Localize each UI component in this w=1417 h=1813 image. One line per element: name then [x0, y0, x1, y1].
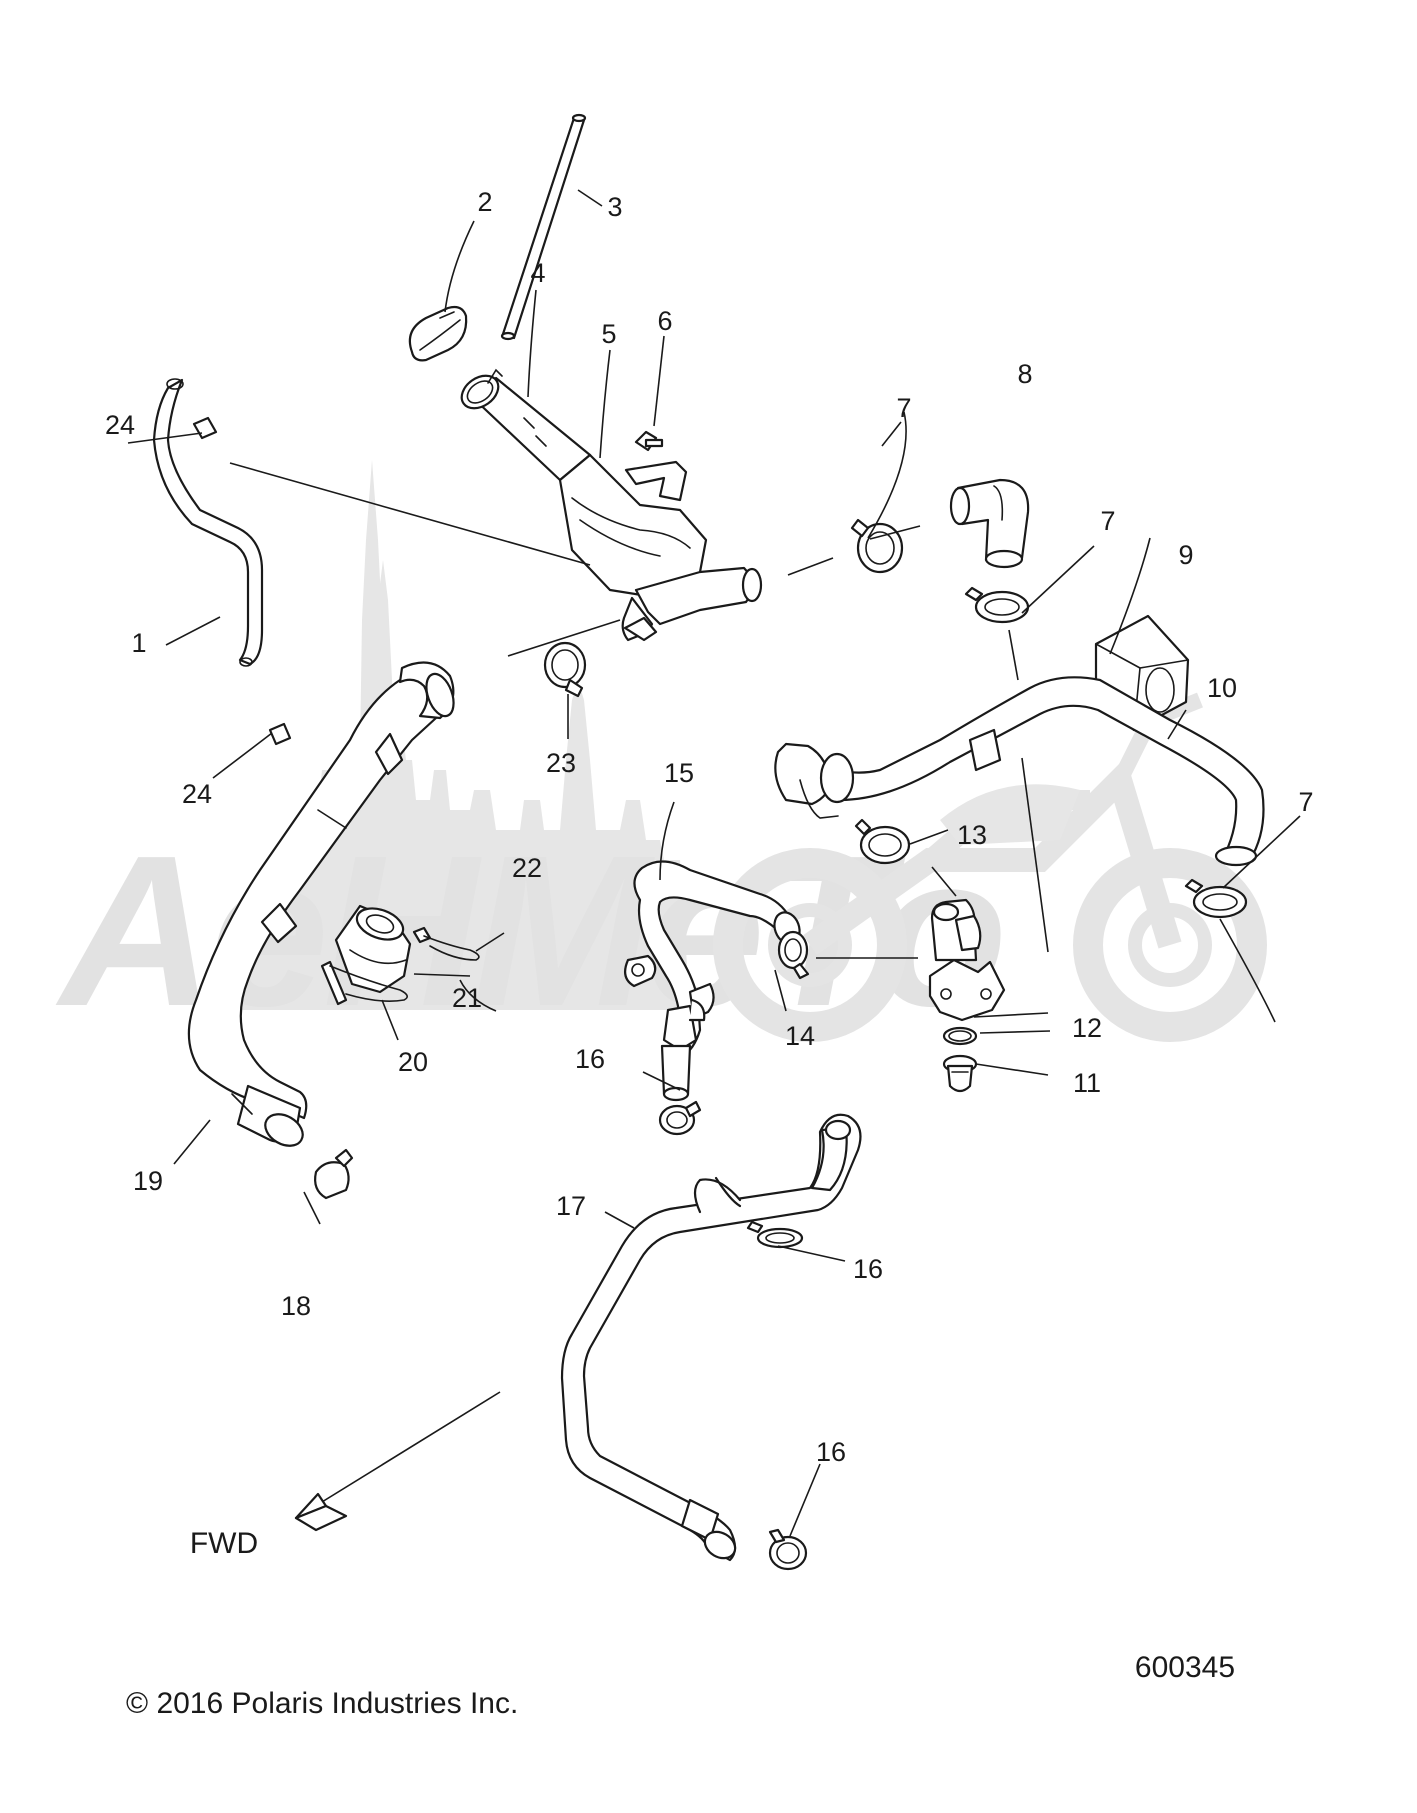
- callout-9: 9: [1178, 540, 1193, 570]
- callout-21: 21: [452, 983, 482, 1013]
- elbow-hose: [949, 478, 1030, 569]
- callout-16a: 16: [575, 1044, 605, 1074]
- callout-7c: 7: [1298, 787, 1313, 817]
- watermark-motorcycle: [713, 692, 1267, 1042]
- callout-24b: 24: [182, 779, 212, 809]
- thermostat-housing: [928, 898, 1006, 1022]
- coolant-hose-10: [774, 676, 1265, 867]
- hose-coupler: [334, 904, 412, 994]
- callout-6: 6: [657, 306, 672, 336]
- callouts: 1 2 3 4 5 6 7 8 7 9 10 7 11 12 13 14 15 …: [105, 187, 1314, 1467]
- return-hose: [560, 1113, 862, 1562]
- callout-4: 4: [530, 258, 545, 288]
- zip-tie-20: [320, 960, 408, 1006]
- radiator-cap: [408, 305, 468, 362]
- callout-10: 10: [1207, 673, 1237, 703]
- radiator-hose: [187, 661, 455, 1147]
- callout-2: 2: [477, 187, 492, 217]
- bypass-hose: [623, 860, 801, 1102]
- callout-19: 19: [133, 1166, 163, 1196]
- callout-7a: 7: [896, 393, 911, 423]
- callout-5: 5: [601, 319, 616, 349]
- callout-23: 23: [546, 748, 576, 778]
- hose-clamp-16c: [768, 1528, 808, 1571]
- callout-18: 18: [281, 1291, 311, 1321]
- coolant-fill-neck: [460, 368, 592, 482]
- callout-11: 11: [1073, 1068, 1101, 1098]
- zip-tie-22: [412, 926, 480, 961]
- hose-clamp-24b: [268, 722, 292, 746]
- hose-clamp-7b: [964, 586, 1030, 624]
- callout-24a: 24: [105, 410, 135, 440]
- callout-8: 8: [1017, 359, 1032, 389]
- callout-12: 12: [1072, 1013, 1102, 1043]
- vent-tube: [500, 113, 587, 341]
- mounting-bolt: [634, 430, 664, 452]
- hose-clamp-23: [543, 641, 587, 698]
- diagram-number: 600345: [1135, 1651, 1235, 1684]
- callout-20: 20: [398, 1047, 428, 1077]
- hose-clamp-18: [314, 1148, 354, 1200]
- hose-clamp-16b: [746, 1220, 804, 1249]
- callout-13: 13: [957, 820, 987, 850]
- leader-lines: [127, 189, 1301, 1537]
- callout-22: 22: [512, 853, 542, 883]
- forward-arrow: [294, 1391, 501, 1532]
- hose-clamp-24a: [192, 416, 218, 440]
- o-ring: [942, 1026, 978, 1046]
- hose-clamp-13: [854, 818, 911, 865]
- callout-14: 14: [785, 1021, 815, 1051]
- callout-16c: 16: [816, 1437, 846, 1467]
- callout-1: 1: [131, 628, 146, 658]
- hose-clamp-7a: [850, 518, 904, 574]
- hose-clamp-16a: [658, 1100, 702, 1136]
- callout-17: 17: [556, 1191, 586, 1221]
- thermostat: [942, 1054, 978, 1093]
- callout-15: 15: [664, 758, 694, 788]
- forward-label: FWD: [190, 1527, 258, 1560]
- callout-16b: 16: [853, 1254, 883, 1284]
- callout-3: 3: [607, 192, 622, 222]
- overflow-hose: [152, 378, 264, 667]
- copyright-notice: © 2016 Polaris Industries Inc.: [126, 1687, 518, 1720]
- callout-7b: 7: [1100, 506, 1115, 536]
- coolant-tank: [558, 453, 763, 642]
- hose-clamp-7c: [1184, 878, 1248, 919]
- hose-clamp-14: [777, 930, 810, 980]
